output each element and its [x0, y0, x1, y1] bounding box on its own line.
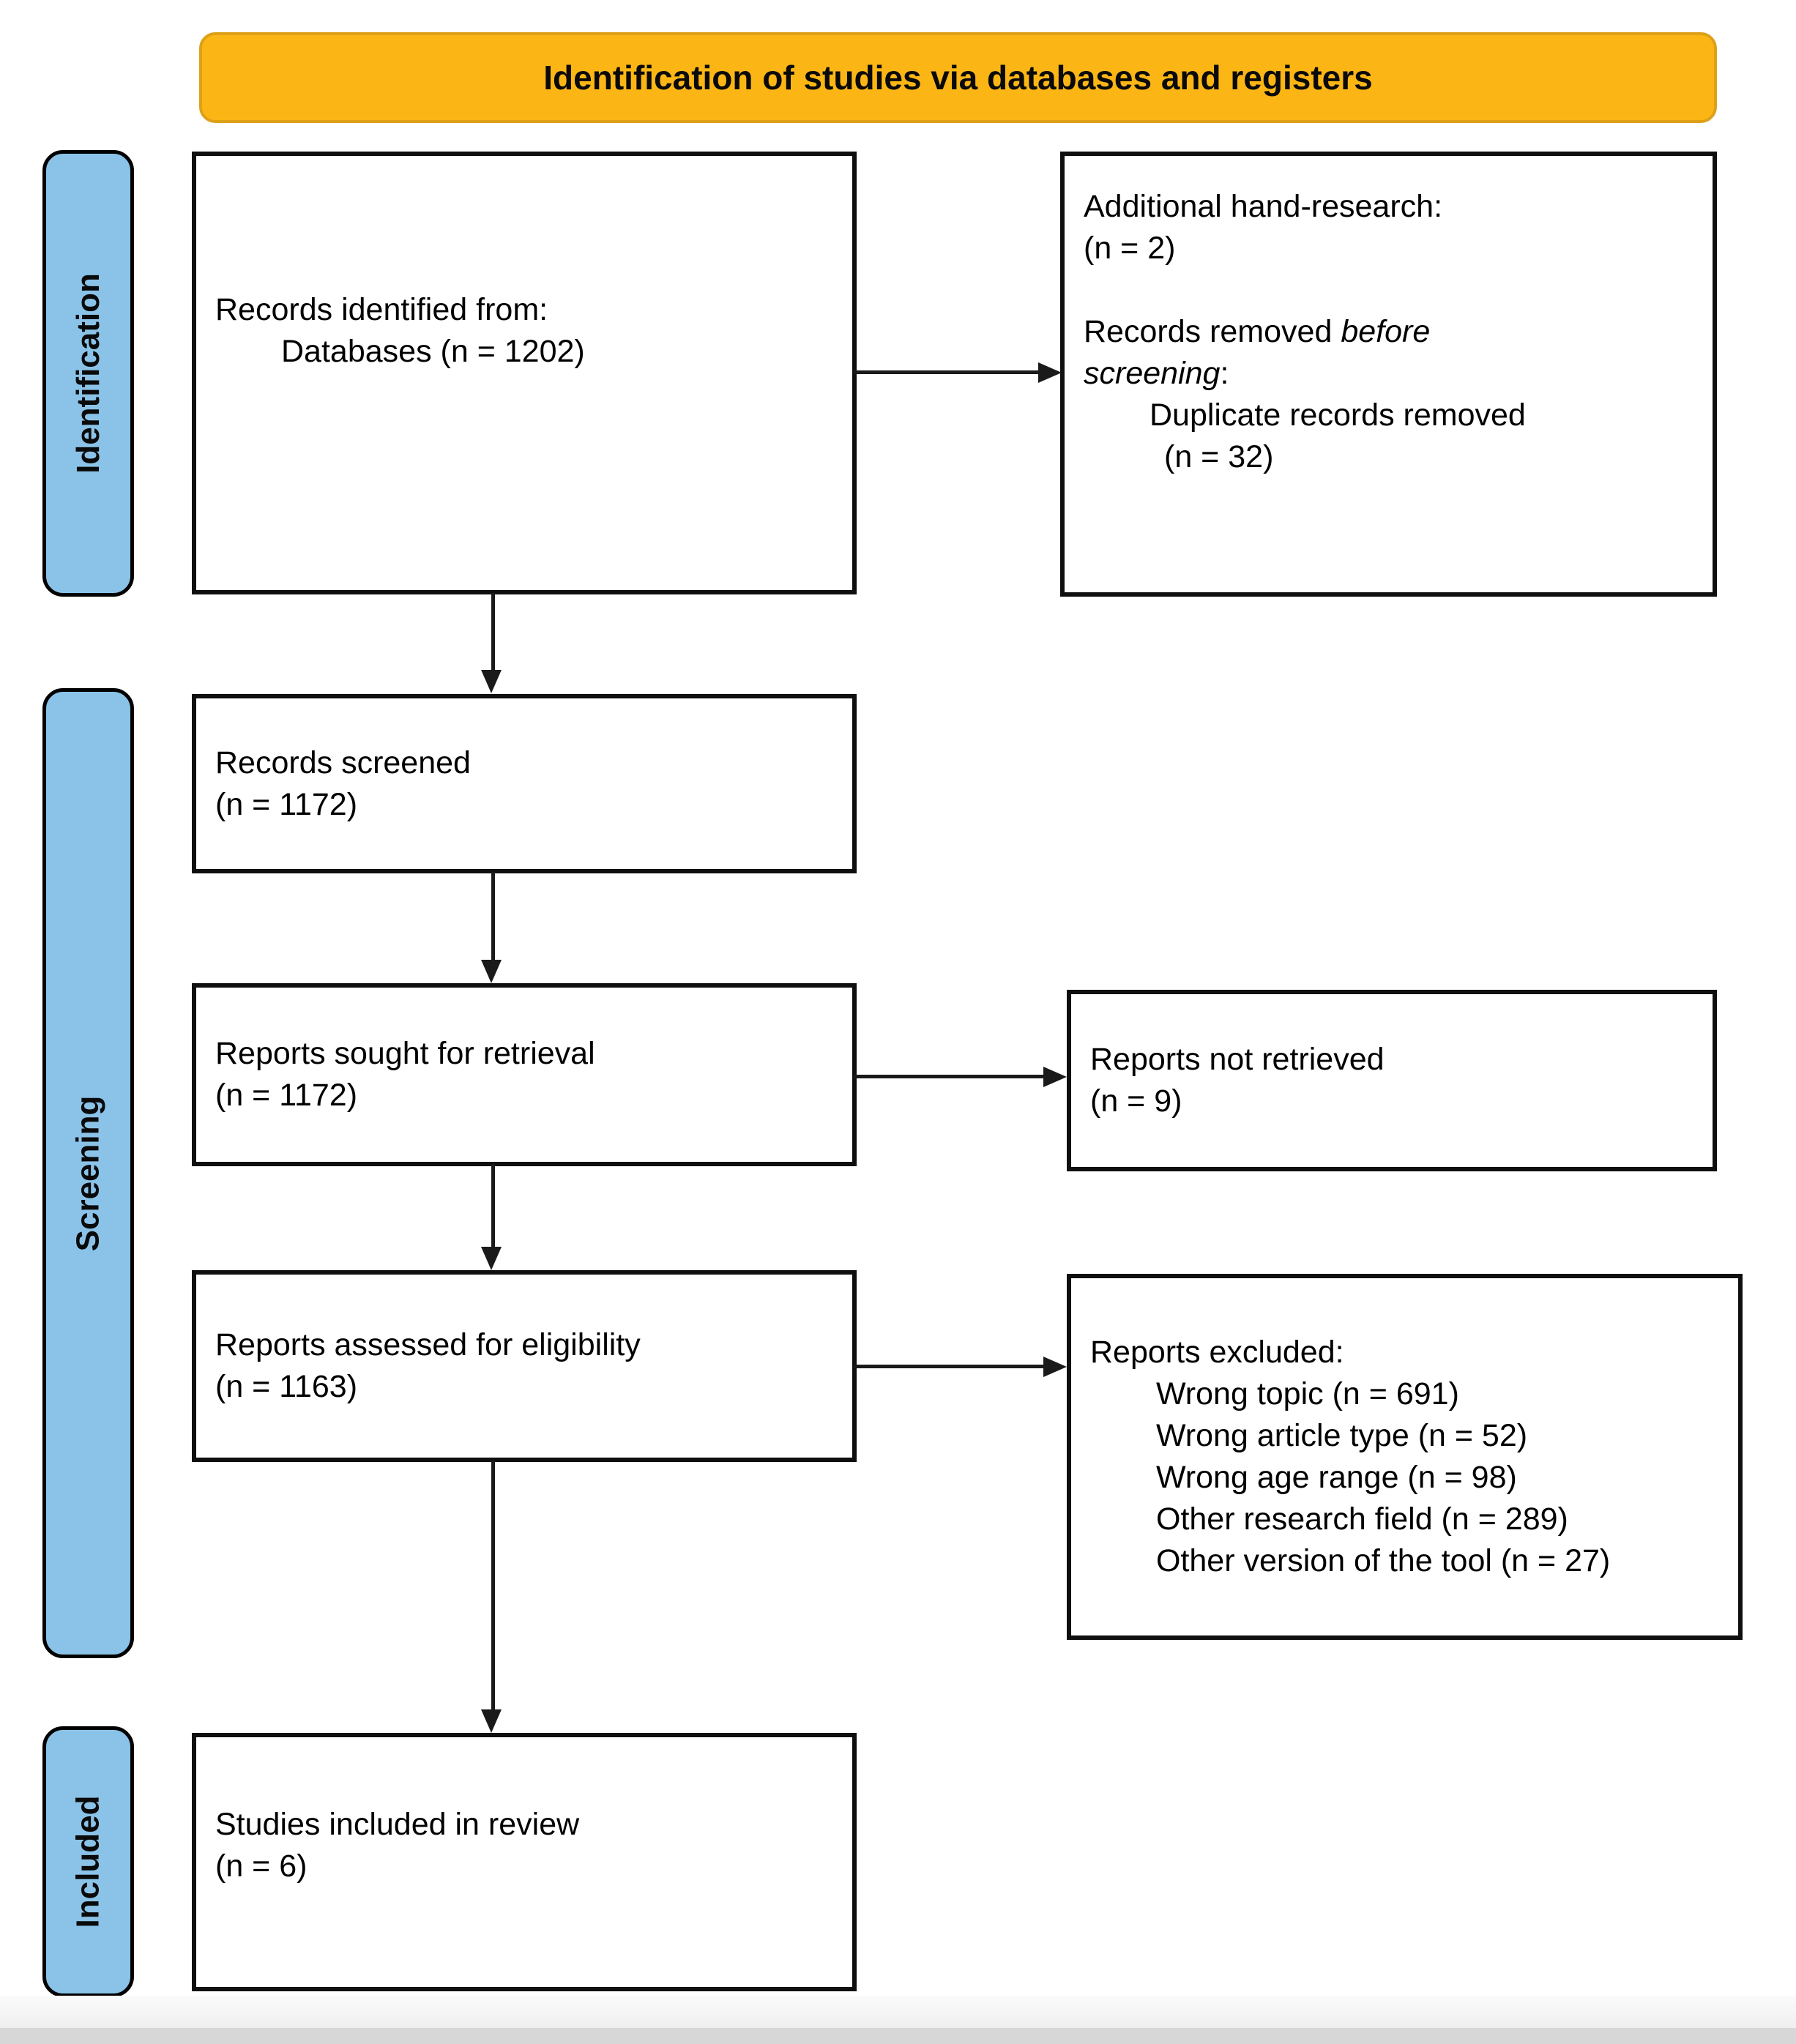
sidebar-label-included: Included — [42, 1726, 134, 1997]
sidebar-label-included-text: Included — [70, 1795, 106, 1928]
text-line: Records screened — [215, 745, 471, 780]
arrow-sought-to-not-retrieved-line — [854, 1075, 1045, 1078]
box-reports-assessed: Reports assessed for eligibility (n = 116… — [192, 1270, 857, 1462]
text-line: Duplicate records removed — [1149, 397, 1526, 433]
arrow-assessed-to-included-head — [481, 1709, 502, 1733]
text-line: Records identified from: — [215, 291, 548, 327]
sidebar-label-screening-text: Screening — [70, 1095, 106, 1251]
text-line: (n = 9) — [1090, 1083, 1182, 1119]
text-line: (n = 1172) — [215, 1078, 358, 1113]
box-reports-sought: Reports sought for retrieval (n = 1172) — [192, 983, 857, 1166]
sidebar-label-identification-text: Identification — [70, 273, 106, 474]
arrow-sought-to-not-retrieved-head — [1043, 1067, 1067, 1087]
box-studies-included: Studies included in review (n = 6) — [192, 1733, 857, 1991]
banner-title: Identification of studies via databases … — [543, 59, 1373, 97]
arrow-identified-to-screened-line — [491, 593, 495, 671]
text-line: Wrong topic (n = 691) — [1156, 1376, 1459, 1411]
box-records-screened: Records screened (n = 1172) — [192, 694, 857, 873]
box-records-identified: Records identified from: Databases (n = 1… — [192, 152, 857, 594]
arrow-assessed-to-included-line — [491, 1461, 495, 1711]
text-line: Reports excluded: — [1090, 1335, 1344, 1370]
sidebar-label-screening: Screening — [42, 688, 134, 1658]
text-line: Other version of the tool (n = 27) — [1156, 1543, 1611, 1578]
arrow-assessed-to-excluded-head — [1043, 1357, 1067, 1377]
banner: Identification of studies via databases … — [199, 32, 1717, 123]
arrow-assessed-to-excluded-line — [854, 1365, 1045, 1368]
text-line: (n = 1172) — [215, 786, 358, 822]
box-records-removed-before-screening: Additional hand-research: (n = 2) Records… — [1060, 152, 1717, 597]
arrow-identified-to-screened-head — [481, 670, 502, 693]
box-reports-not-retrieved: Reports not retrieved (n = 9) — [1067, 990, 1717, 1171]
arrow-screened-to-sought-head — [481, 960, 502, 983]
text-line — [1084, 269, 1693, 311]
text-line: Studies included in review — [215, 1806, 580, 1842]
footer-gradient-strip — [0, 1996, 1796, 2028]
text-line: Wrong article type (n = 52) — [1156, 1418, 1528, 1453]
text-line: Reports assessed for eligibility — [215, 1327, 641, 1362]
text-line: (n = 1163) — [215, 1369, 358, 1404]
text-line: Databases (n = 1202) — [281, 333, 585, 369]
arrow-sought-to-assessed-head — [481, 1247, 502, 1270]
arrow-identified-to-removed-head — [1038, 362, 1062, 383]
text-line: Wrong age range (n = 98) — [1156, 1460, 1517, 1495]
arrow-sought-to-assessed-line — [491, 1164, 495, 1248]
text-line: Other research field (n = 289) — [1156, 1502, 1568, 1537]
text-line: Reports not retrieved — [1090, 1042, 1385, 1077]
text-line: Reports sought for retrieval — [215, 1036, 595, 1071]
arrow-screened-to-sought-line — [491, 872, 495, 961]
text-line: (n = 6) — [215, 1848, 308, 1884]
sidebar-label-identification: Identification — [42, 150, 134, 597]
box-reports-excluded: Reports excluded: Wrong topic (n = 691) Wr… — [1067, 1274, 1743, 1640]
text-line: (n = 32) — [1164, 439, 1274, 474]
text-line: Records removed before — [1084, 313, 1431, 349]
footer-gray-strip — [0, 2028, 1796, 2044]
text-line: screening: — [1084, 355, 1229, 391]
text-line: (n = 2) — [1084, 230, 1176, 266]
text-line: Additional hand-research: — [1084, 188, 1443, 224]
arrow-identified-to-removed-line — [854, 370, 1040, 374]
